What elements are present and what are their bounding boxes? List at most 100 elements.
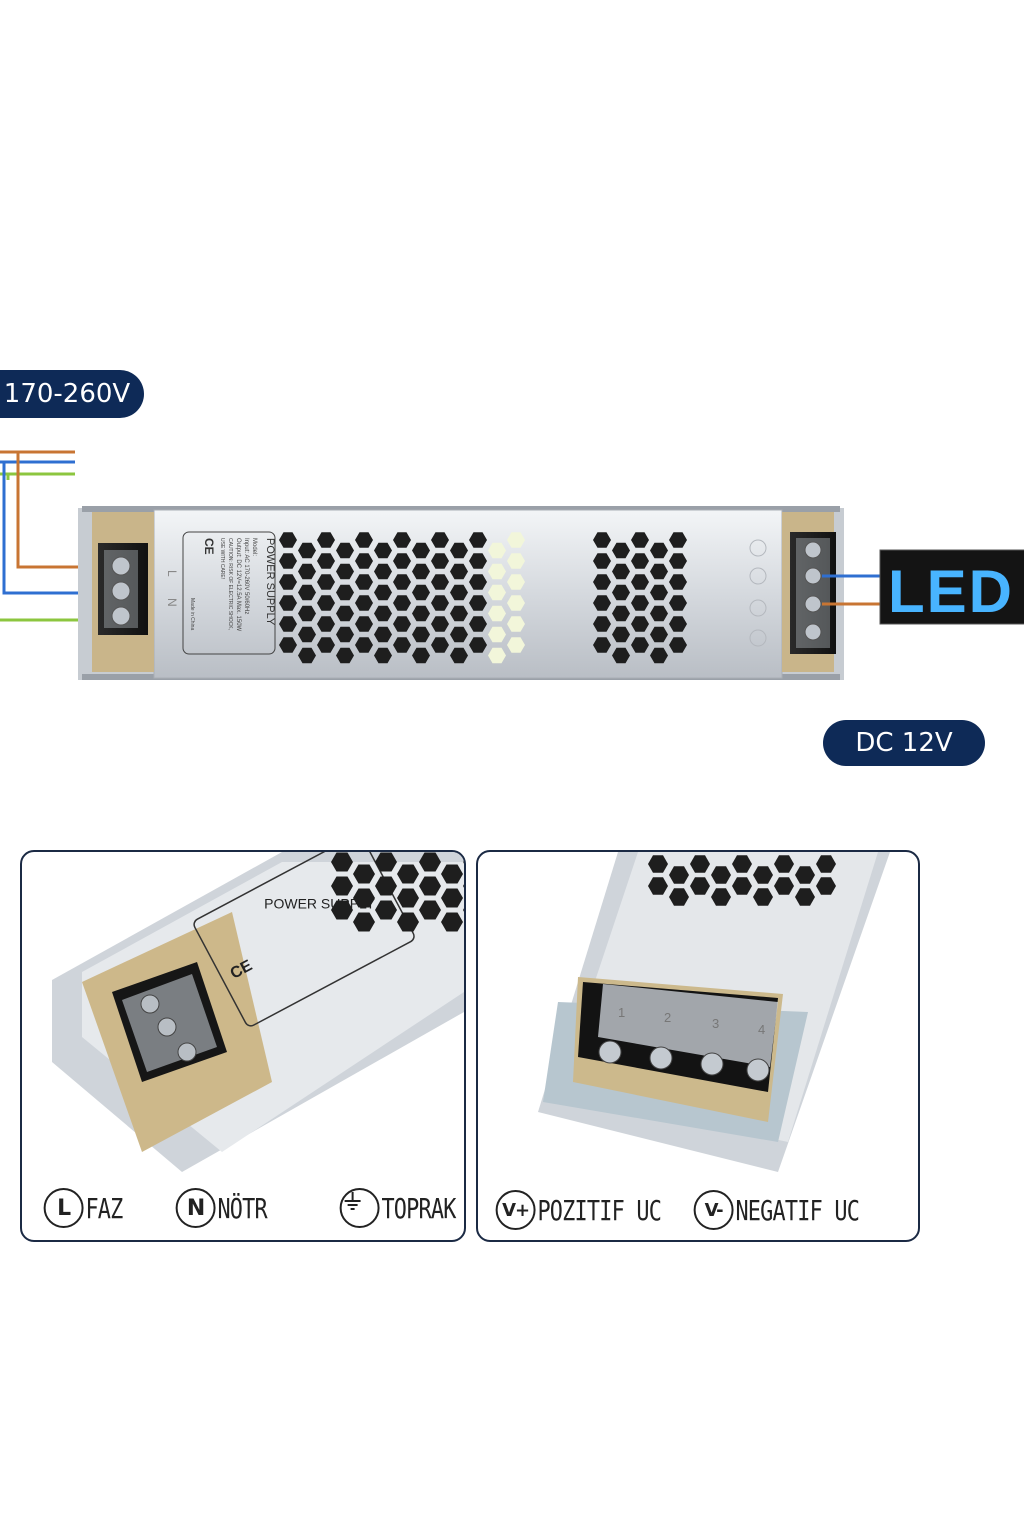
- input-voltage-text: 170-260V: [3, 379, 131, 409]
- vent-hole: [431, 637, 449, 653]
- detail-vent-grille-right: [648, 855, 836, 906]
- vent-hole: [374, 605, 392, 622]
- vent-hole: [355, 574, 373, 590]
- vent-hole: [412, 563, 430, 580]
- vent-hole: [431, 532, 449, 548]
- output-voltage-text: DC 12V: [855, 728, 953, 758]
- vent-hole: [431, 595, 449, 611]
- vent-hole: [488, 563, 506, 580]
- terminal-letter-n: N: [165, 598, 179, 607]
- vent-hole: [374, 647, 392, 664]
- vent-hole: [593, 595, 611, 611]
- vent-hole: [463, 884, 464, 888]
- vent-hole: [279, 595, 297, 611]
- vent-hole: [669, 553, 687, 569]
- legend-negatif: V- NEGATIF UC: [693, 1190, 860, 1230]
- vent-hole: [279, 574, 297, 590]
- label-title: POWER SUPPLY: [264, 538, 276, 626]
- output-terminal-detail-panel: 1 2 3 4 V+ POZITIF UC V- NEGATIF UC: [476, 850, 920, 1242]
- vent-hole: [650, 584, 668, 601]
- vent-hole: [450, 647, 468, 664]
- vent-hole: [631, 553, 649, 569]
- vent-hole: [336, 605, 354, 622]
- vent-hole: [753, 888, 773, 906]
- legend-pozitif: V+ POZITIF UC: [495, 1190, 662, 1230]
- vent-hole: [450, 563, 468, 580]
- vent-hole: [690, 855, 710, 873]
- vent-hole: [393, 532, 411, 548]
- vent-hole: [336, 542, 354, 559]
- vent-hole: [412, 605, 430, 622]
- vent-hole: [412, 584, 430, 601]
- vent-hole: [279, 637, 297, 653]
- vent-hole: [397, 864, 419, 884]
- vent-hole: [648, 855, 668, 873]
- label-made-in: Made in China: [189, 598, 195, 630]
- vent-hole: [317, 595, 335, 611]
- vent-hole: [612, 647, 630, 664]
- vent-hole: [298, 626, 316, 643]
- vent-hole: [353, 912, 375, 932]
- vent-hole: [450, 626, 468, 643]
- vent-hole: [593, 637, 611, 653]
- vent-hole: [374, 542, 392, 559]
- vent-hole: [732, 877, 752, 895]
- input-terminal-detail-panel: POWER SUPPLY CE L FAZ N NÖTR TOPRAK: [20, 850, 466, 1242]
- output-symbols: [749, 539, 767, 647]
- vent-hole: [488, 584, 506, 601]
- vent-hole: [669, 595, 687, 611]
- legend-faz-text: FAZ: [85, 1191, 123, 1225]
- vent-hole: [612, 626, 630, 643]
- vent-hole: [393, 637, 411, 653]
- vent-hole: [690, 877, 710, 895]
- vent-hole: [669, 616, 687, 632]
- vent-hole: [753, 866, 773, 884]
- output-detail-illustration: 1 2 3 4: [538, 852, 890, 1172]
- vent-hole: [631, 574, 649, 590]
- vent-hole: [393, 574, 411, 590]
- vent-hole: [375, 900, 397, 920]
- vent-hole: [331, 876, 353, 896]
- vent-hole: [463, 908, 464, 912]
- vent-hole: [412, 626, 430, 643]
- input-detail-illustration: POWER SUPPLY CE: [52, 852, 464, 1172]
- vent-hole: [298, 605, 316, 622]
- vent-hole: [669, 866, 689, 884]
- label-line2: Input: AC 170-260V 50/60Hz: [243, 538, 249, 614]
- vent-hole: [669, 532, 687, 548]
- legend-negatif-text: NEGATIF UC: [735, 1193, 860, 1227]
- vent-hole: [419, 900, 441, 920]
- vent-hole: [450, 542, 468, 559]
- vent-hole: [375, 852, 397, 872]
- vent-hole: [488, 605, 506, 622]
- vent-hole: [441, 864, 463, 884]
- vent-hole: [317, 616, 335, 632]
- vent-hole: [488, 626, 506, 643]
- vent-hole: [469, 637, 487, 653]
- led-sign-text: LED: [888, 558, 1014, 625]
- legend-toprak: TOPRAK: [339, 1188, 456, 1228]
- vent-hole: [612, 563, 630, 580]
- vent-hole: [397, 888, 419, 908]
- vent-hole: [374, 626, 392, 643]
- n-symbol: N: [175, 1188, 216, 1228]
- output-number-4: 4: [758, 1022, 765, 1037]
- vent-hole: [669, 574, 687, 590]
- input-terminal-block: [98, 543, 148, 635]
- vent-hole: [488, 647, 506, 664]
- vent-hole: [419, 852, 441, 872]
- vent-hole: [317, 532, 335, 548]
- label-plate: POWER SUPPLY Model: Input: AC 170-260V 5…: [182, 531, 276, 655]
- vent-hole: [650, 626, 668, 643]
- vent-hole: [612, 584, 630, 601]
- vent-hole: [317, 637, 335, 653]
- vent-hole: [507, 637, 525, 653]
- vent-hole: [631, 637, 649, 653]
- vent-hole: [669, 637, 687, 653]
- vent-hole: [431, 553, 449, 569]
- output-voltage-badge: DC 12V: [823, 720, 985, 766]
- vent-hole: [298, 542, 316, 559]
- vent-grille-right: [593, 532, 687, 664]
- vent-hole: [650, 563, 668, 580]
- vent-hole: [507, 574, 525, 590]
